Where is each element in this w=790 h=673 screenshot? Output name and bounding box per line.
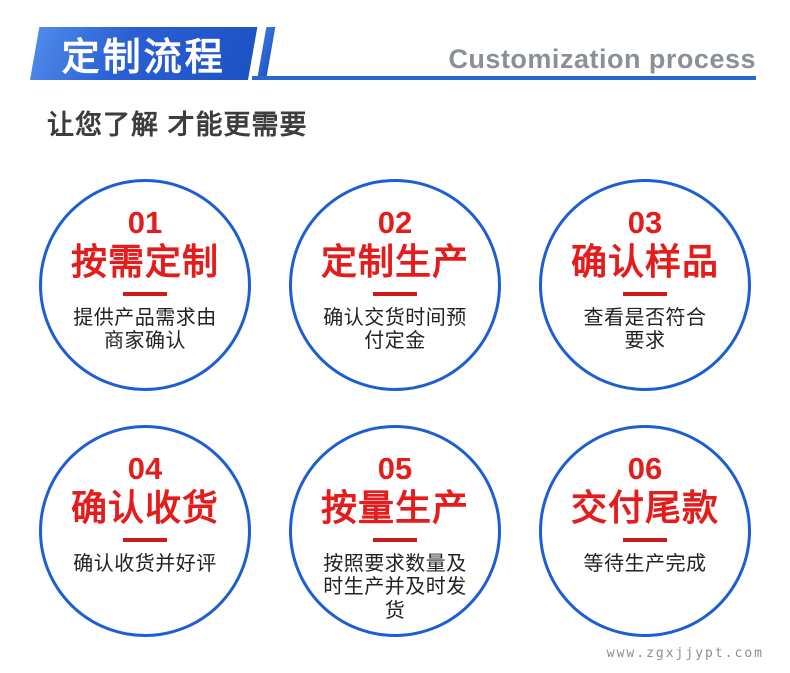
step-number: 02 [377, 205, 413, 240]
step-title: 定制生产 [320, 240, 469, 282]
step-divider [373, 291, 417, 296]
step-number: 01 [127, 205, 163, 240]
step-circle-4: 04 确认收货 确认收货并好评 [39, 425, 251, 637]
step-number: 04 [127, 451, 163, 486]
step-number: 03 [627, 205, 663, 240]
step-divider [123, 291, 167, 296]
step-number: 05 [377, 451, 413, 486]
step-description: 按照要求数量及 时生产并及时发 货 [323, 552, 467, 622]
step-divider [123, 537, 167, 542]
step-divider [623, 291, 667, 296]
banner-slash-decoration [257, 27, 276, 80]
step-description: 查看是否符合 要求 [583, 306, 707, 353]
step-description: 确认交货时间预 付定金 [323, 306, 467, 353]
step-circle-1: 01 按需定制 提供产品需求由 商家确认 [39, 179, 251, 391]
step-title: 按量生产 [320, 486, 469, 528]
step-circle-3: 03 确认样品 查看是否符合 要求 [539, 179, 751, 391]
step-description: 等待生产完成 [583, 552, 707, 575]
step-description: 确认收货并好评 [73, 552, 217, 575]
step-title: 按需定制 [70, 240, 219, 282]
step-title: 交付尾款 [570, 486, 719, 528]
steps-grid: 01 按需定制 提供产品需求由 商家确认 02 定制生产 确认交货时间预 付定金… [39, 179, 751, 637]
step-circle-2: 02 定制生产 确认交货时间预 付定金 [289, 179, 501, 391]
step-title: 确认收货 [70, 486, 219, 528]
step-circle-5: 05 按量生产 按照要求数量及 时生产并及时发 货 [289, 425, 501, 637]
step-divider [623, 537, 667, 542]
site-watermark: www.zgxjjypt.com [606, 646, 764, 661]
step-title: 确认样品 [570, 240, 719, 282]
header-underline [252, 76, 756, 80]
step-divider [373, 537, 417, 542]
header-subtitle-english: Customization process [448, 44, 756, 74]
step-number: 06 [627, 451, 663, 486]
step-description: 提供产品需求由 商家确认 [73, 306, 217, 353]
banner-title: 定制流程 [61, 37, 226, 79]
step-circle-6: 06 交付尾款 等待生产完成 [539, 425, 751, 637]
header-tagline: 让您了解 才能更需要 [47, 110, 308, 140]
banner-parallelogram: 定制流程 [30, 27, 258, 80]
